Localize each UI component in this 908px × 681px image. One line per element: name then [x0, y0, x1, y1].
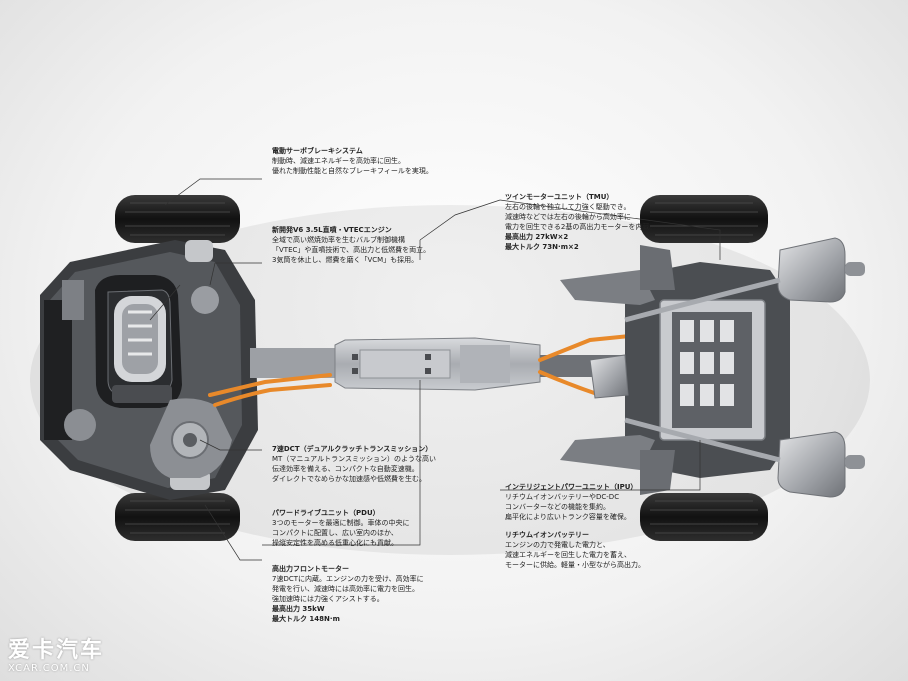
callout-line: 全域で高い燃焼効率を生むバルブ制御機構	[272, 236, 405, 244]
callout-line: ダイレクトでなめらかな加速感や低燃費を生む。	[272, 475, 426, 483]
callout-line: 左右の後輪を独立して力強く駆動でき。	[505, 203, 631, 211]
callout-line: 3気筒を休止し、燃費を磨く「VCM」も採用。	[272, 256, 419, 264]
callout-spacer	[505, 522, 645, 530]
callout-pdu: パワードライブユニット（PDU） 3つのモーターを最適に制御。車体の中央に コン…	[272, 508, 409, 548]
callout-engine: 新開発V6 3.5L直噴・VTECエンジン 全域で高い燃焼効率を生むバルブ制御機…	[272, 225, 430, 265]
ipu-battery-pack	[659, 299, 766, 441]
callout-line: コンパクトに配置し、広い室内のほか、	[272, 529, 398, 537]
callout-line: リチウムイオンバッテリーやDC-DC	[505, 493, 620, 501]
leader-lines	[149, 178, 721, 561]
callout-line: 強加速時には力強くアシストする。	[272, 595, 384, 603]
callout-dct: 7速DCT（デュアルクラッチトランスミッション） MT（マニュアルトランスミッシ…	[272, 444, 436, 484]
catalytic-converter	[589, 354, 629, 399]
callout-line: モーターに供給。軽量・小型ながら高出力。	[505, 561, 645, 569]
callout-title: 新開発V6 3.5L直噴・VTECエンジン	[272, 226, 392, 234]
rear-muffler-top	[777, 237, 865, 303]
callout-line: 減速時などでは左右の後輪から高効率に	[505, 213, 631, 221]
callout-line: エンジンの力で発電した電力と、	[505, 541, 610, 549]
rear-left-tire	[640, 195, 768, 243]
callout-ipu: インテリジェントパワーユニット（IPU） リチウムイオンバッテリーやDC-DC …	[505, 482, 645, 570]
callout-title: 電動サーボブレーキシステム	[272, 147, 363, 155]
rear-right-tire	[640, 493, 768, 541]
callout-title: 高出力フロントモーター	[272, 565, 349, 573]
callout-line: 7速DCTに内蔵。エンジンの力を受け、高効率に	[272, 575, 424, 583]
callout-title: パワードライブユニット（PDU）	[272, 509, 380, 517]
callout-spec: 最大トルク 148N·m	[272, 615, 340, 623]
callout-line: コンバーターなどの機能を集約。	[505, 503, 610, 511]
callout-line: 3つのモーターを最適に制御。車体の中央に	[272, 519, 410, 527]
callout-line: 減速エネルギーを回生した電力を蓄え、	[505, 551, 631, 559]
callout-title: 7速DCT（デュアルクラッチトランスミッション）	[272, 445, 433, 453]
watermark-en: XCAR.COM.CN	[8, 663, 90, 674]
callout-line: 優れた制動性能と自然なブレーキフィールを実現。	[272, 167, 433, 175]
callout-line: 「VTEC」や直噴技術で、高出力と低燃費を両立。	[272, 246, 431, 254]
callout-line: MT（マニュアルトランスミッション）のような高い	[272, 455, 436, 463]
rear-muffler-bottom	[777, 431, 865, 498]
callout-spec: 最高出力 27kW×2	[505, 233, 569, 241]
callout-tmu: ツインモーターユニット（TMU） 左右の後輪を独立して力強く駆動でき。 減速時な…	[505, 192, 656, 252]
center-tunnel	[250, 337, 640, 391]
callout-line: 扁平化により広いトランク容量を確保。	[505, 513, 631, 521]
callout-title: ツインモーターユニット（TMU）	[505, 193, 614, 201]
callout-line: 制動時、減速エネルギーを高効率に回生。	[272, 157, 405, 165]
callout-line: 発電を行い、減速時には高効率に電力を回生。	[272, 585, 419, 593]
watermark: 爱卡汽车 XCAR.COM.CN	[8, 639, 104, 675]
v6-engine	[95, 275, 182, 408]
callout-line: 伝達効率を備える、コンパクトな自動変速機。	[272, 465, 419, 473]
callout-title: インテリジェントパワーユニット（IPU）	[505, 483, 638, 491]
callout-spec: 最高出力 35kW	[272, 605, 325, 613]
callout-line: 操縦安定性を高める低重心化にも貢献。	[272, 539, 398, 547]
callout-front-motor: 高出力フロントモーター 7速DCTに内蔵。エンジンの力を受け、高効率に 発電を行…	[272, 564, 424, 624]
callout-spec: 最大トルク 73N·m×2	[505, 243, 579, 251]
front-right-tire	[115, 493, 240, 541]
callout-title-battery: リチウムイオンバッテリー	[505, 531, 589, 539]
exhaust-pipe	[624, 277, 781, 463]
dct-transmission	[150, 398, 232, 478]
front-left-tire	[115, 195, 240, 243]
callout-brake-system: 電動サーボブレーキシステム 制動時、減速エネルギーを高効率に回生。 優れた制動性…	[272, 146, 433, 176]
callout-line: 電力を回生できる2基の高出力モーターを内蔵。	[505, 223, 657, 231]
watermark-cn: 爱卡汽车	[8, 638, 105, 663]
